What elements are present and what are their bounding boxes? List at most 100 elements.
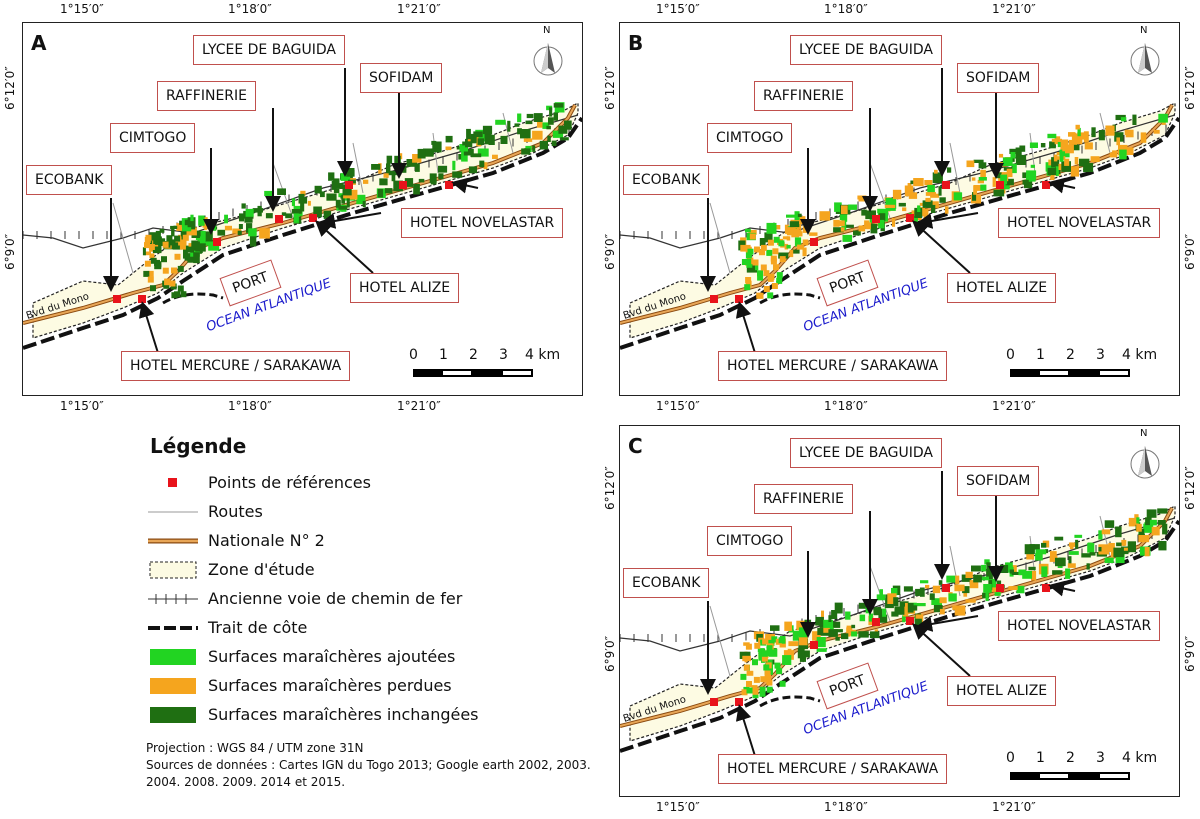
panel-letter: A (31, 31, 47, 55)
veg-patch (326, 193, 337, 201)
veg-patch (1048, 159, 1053, 166)
veg-patch (177, 285, 184, 292)
veg-patch (809, 232, 818, 236)
coastline (620, 116, 1179, 350)
veg-patch (277, 188, 286, 195)
veg-patch (198, 215, 205, 226)
veg-patch (144, 242, 150, 249)
veg-patch (155, 261, 162, 268)
lon-label-b-1: 1°15′0″ (656, 2, 700, 16)
coastline (23, 116, 582, 350)
reference-point (309, 214, 317, 222)
veg-patch (413, 183, 420, 195)
veg-patch (1132, 114, 1137, 125)
lat-label-b-2: 6°9′0″ (1183, 233, 1197, 270)
veg-patch (791, 249, 800, 254)
label-alize: HOTEL ALIZE (947, 273, 1057, 303)
veg-patch (817, 627, 824, 635)
label-mercure: HOTEL MERCURE / SARAKAWA (718, 351, 948, 381)
veg-patch (1016, 585, 1025, 594)
veg-patch (265, 213, 273, 219)
lon-label-c-3: 1°21′0″ (992, 800, 1036, 814)
pointer-arrow (451, 177, 479, 194)
veg-patch (952, 605, 959, 610)
veg-patch (853, 230, 861, 236)
veg-patch (548, 117, 554, 125)
veg-patch (766, 679, 773, 686)
veg-patch (195, 243, 206, 252)
veg-patch (986, 562, 991, 571)
veg-patch (915, 588, 924, 596)
veg-patch (963, 592, 968, 597)
veg-patch (798, 636, 808, 646)
veg-patch (740, 673, 747, 680)
veg-patch (193, 252, 200, 264)
veg-patch (417, 148, 426, 159)
veg-patch (1067, 563, 1076, 568)
veg-patch (483, 162, 488, 170)
veg-patch (470, 153, 482, 158)
veg-patch (1054, 536, 1064, 541)
veg-patch (517, 128, 522, 135)
veg-patch (183, 248, 188, 259)
veg-patch (1050, 171, 1055, 181)
panel-letter: B (628, 31, 644, 55)
veg-patch (784, 621, 792, 631)
label-sofidam: SOFIDAM (360, 63, 443, 93)
veg-patch (835, 209, 842, 214)
veg-patch (773, 236, 780, 243)
pointer-arrow (1048, 580, 1076, 597)
veg-patch (1058, 557, 1066, 567)
veg-patch (1104, 520, 1115, 528)
veg-patch (1041, 566, 1048, 577)
veg-patch (1079, 158, 1090, 167)
veg-patch (844, 224, 854, 228)
veg-patch (1071, 144, 1080, 151)
veg-patch (180, 232, 185, 240)
veg-patch (532, 130, 543, 140)
veg-patch (798, 627, 808, 638)
veg-patch (176, 223, 186, 231)
veg-patch (858, 225, 866, 232)
label-lycee: LYCEE DE BAGUIDA (193, 35, 345, 65)
veg-patch (517, 113, 522, 123)
veg-patch (877, 208, 889, 214)
veg-patch (760, 244, 767, 251)
scale-tick: 1 (1036, 347, 1045, 363)
veg-patch (1116, 542, 1122, 547)
veg-patch (757, 274, 764, 281)
veg-patch (418, 178, 425, 183)
veg-patch (1009, 148, 1018, 154)
veg-patch (980, 169, 986, 179)
veg-patch (1077, 127, 1081, 137)
veg-patch (913, 178, 924, 187)
veg-patch (340, 173, 351, 181)
veg-patch (488, 134, 495, 145)
legend-item: Surfaces maraîchères ajoutées (148, 642, 578, 671)
reference-point (445, 181, 453, 189)
veg-patch (947, 167, 952, 173)
label-raffinerie: RAFFINERIE (157, 81, 256, 111)
veg-patch (549, 107, 553, 117)
lon-label-c-1: 1°15′0″ (656, 800, 700, 814)
veg-patch (163, 282, 170, 289)
veg-patch (162, 241, 169, 248)
veg-patch (1122, 547, 1128, 551)
veg-patch (1051, 157, 1060, 168)
veg-patch (761, 655, 768, 662)
veg-patch (182, 222, 192, 232)
port-jetty (759, 695, 821, 708)
veg-patch (346, 198, 350, 208)
veg-patch (766, 222, 777, 234)
veg-patch (161, 256, 167, 263)
veg-patch (1157, 508, 1168, 514)
national-road-symbol (148, 530, 198, 552)
veg-patch (186, 227, 197, 236)
veg-patch (1158, 541, 1167, 551)
veg-patch (477, 148, 489, 157)
legend-item: Routes (148, 497, 578, 526)
veg-patch (747, 248, 754, 255)
veg-patch (492, 154, 498, 159)
veg-patch (969, 580, 979, 589)
scale-tick: 1 (1036, 750, 1045, 766)
